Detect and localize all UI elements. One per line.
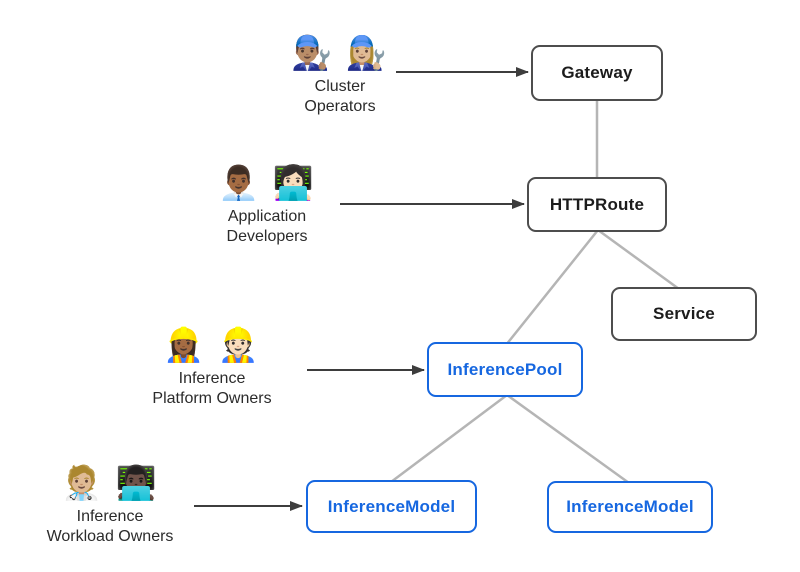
node-inferencepool-label: InferencePool (447, 359, 563, 379)
persona-inference-platform-owners-label-line1: Inference (178, 369, 246, 387)
node-inferencepool: InferencePool (427, 342, 583, 397)
node-service-label: Service (653, 304, 715, 323)
node-inferencemodel-right: InferenceModel (547, 481, 713, 533)
node-service: Service (611, 287, 757, 341)
node-inferencemodel-left-label: InferenceModel (327, 496, 456, 516)
persona-application-developers-label-line1: Application (227, 207, 307, 225)
edge-inferencepool-inferencemodel-1 (390, 394, 508, 483)
persona-inference-workload-owners-label-line2: Workload Owners (46, 528, 174, 546)
node-gateway: Gateway (531, 45, 663, 101)
persona-cluster-operators-label-line2: Operators (304, 98, 376, 116)
persona-inference-workload-owners-label-line1: Inference (76, 507, 144, 525)
node-inferencemodel-right-label: InferenceModel (566, 497, 694, 516)
inference-workload-owners-emoji-icon: 🧑🏼‍⚕️ 👨🏿‍💻 (61, 464, 159, 501)
persona-inference-platform-owners-label: Inference Platform Owners (132, 369, 292, 410)
persona-application-developers: 👨🏾‍💼 👩🏻‍💻 Application Developers (187, 162, 347, 248)
persona-inference-platform-owners-label-line2: Platform Owners (152, 390, 272, 408)
edge-httproute-inferencepool (505, 229, 599, 346)
persona-application-developers-label: Application Developers (187, 207, 347, 248)
persona-application-developers-label-line2: Developers (226, 228, 308, 246)
persona-inference-workload-owners: 🧑🏼‍⚕️ 👨🏿‍💻 Inference Workload Owners (25, 462, 195, 548)
persona-inference-workload-owners-label: Inference Workload Owners (25, 507, 195, 548)
node-gateway-label: Gateway (561, 63, 633, 82)
node-inferencemodel-left: InferenceModel (306, 480, 477, 533)
persona-cluster-operators-label-line1: Cluster (314, 77, 366, 95)
node-httproute-label: HTTPRoute (549, 194, 645, 214)
persona-inference-platform-owners: 👷🏾‍♀️ 👷🏻 Inference Platform Owners (132, 324, 292, 410)
edge-httproute-service (597, 228, 680, 291)
inference-platform-owners-emoji-icon: 👷🏾‍♀️ 👷🏻 (163, 326, 261, 363)
edge-inferencepool-inferencemodel-2 (506, 393, 630, 485)
application-developers-emoji-icon: 👨🏾‍💼 👩🏻‍💻 (218, 164, 316, 201)
cluster-operators-emoji-icon: 👨🏽‍🔧 👩🏼‍🔧 (291, 34, 389, 71)
node-httproute: HTTPRoute (527, 177, 667, 232)
persona-cluster-operators-label: Cluster Operators (255, 77, 425, 118)
persona-cluster-operators: 👨🏽‍🔧 👩🏼‍🔧 Cluster Operators (255, 32, 425, 118)
